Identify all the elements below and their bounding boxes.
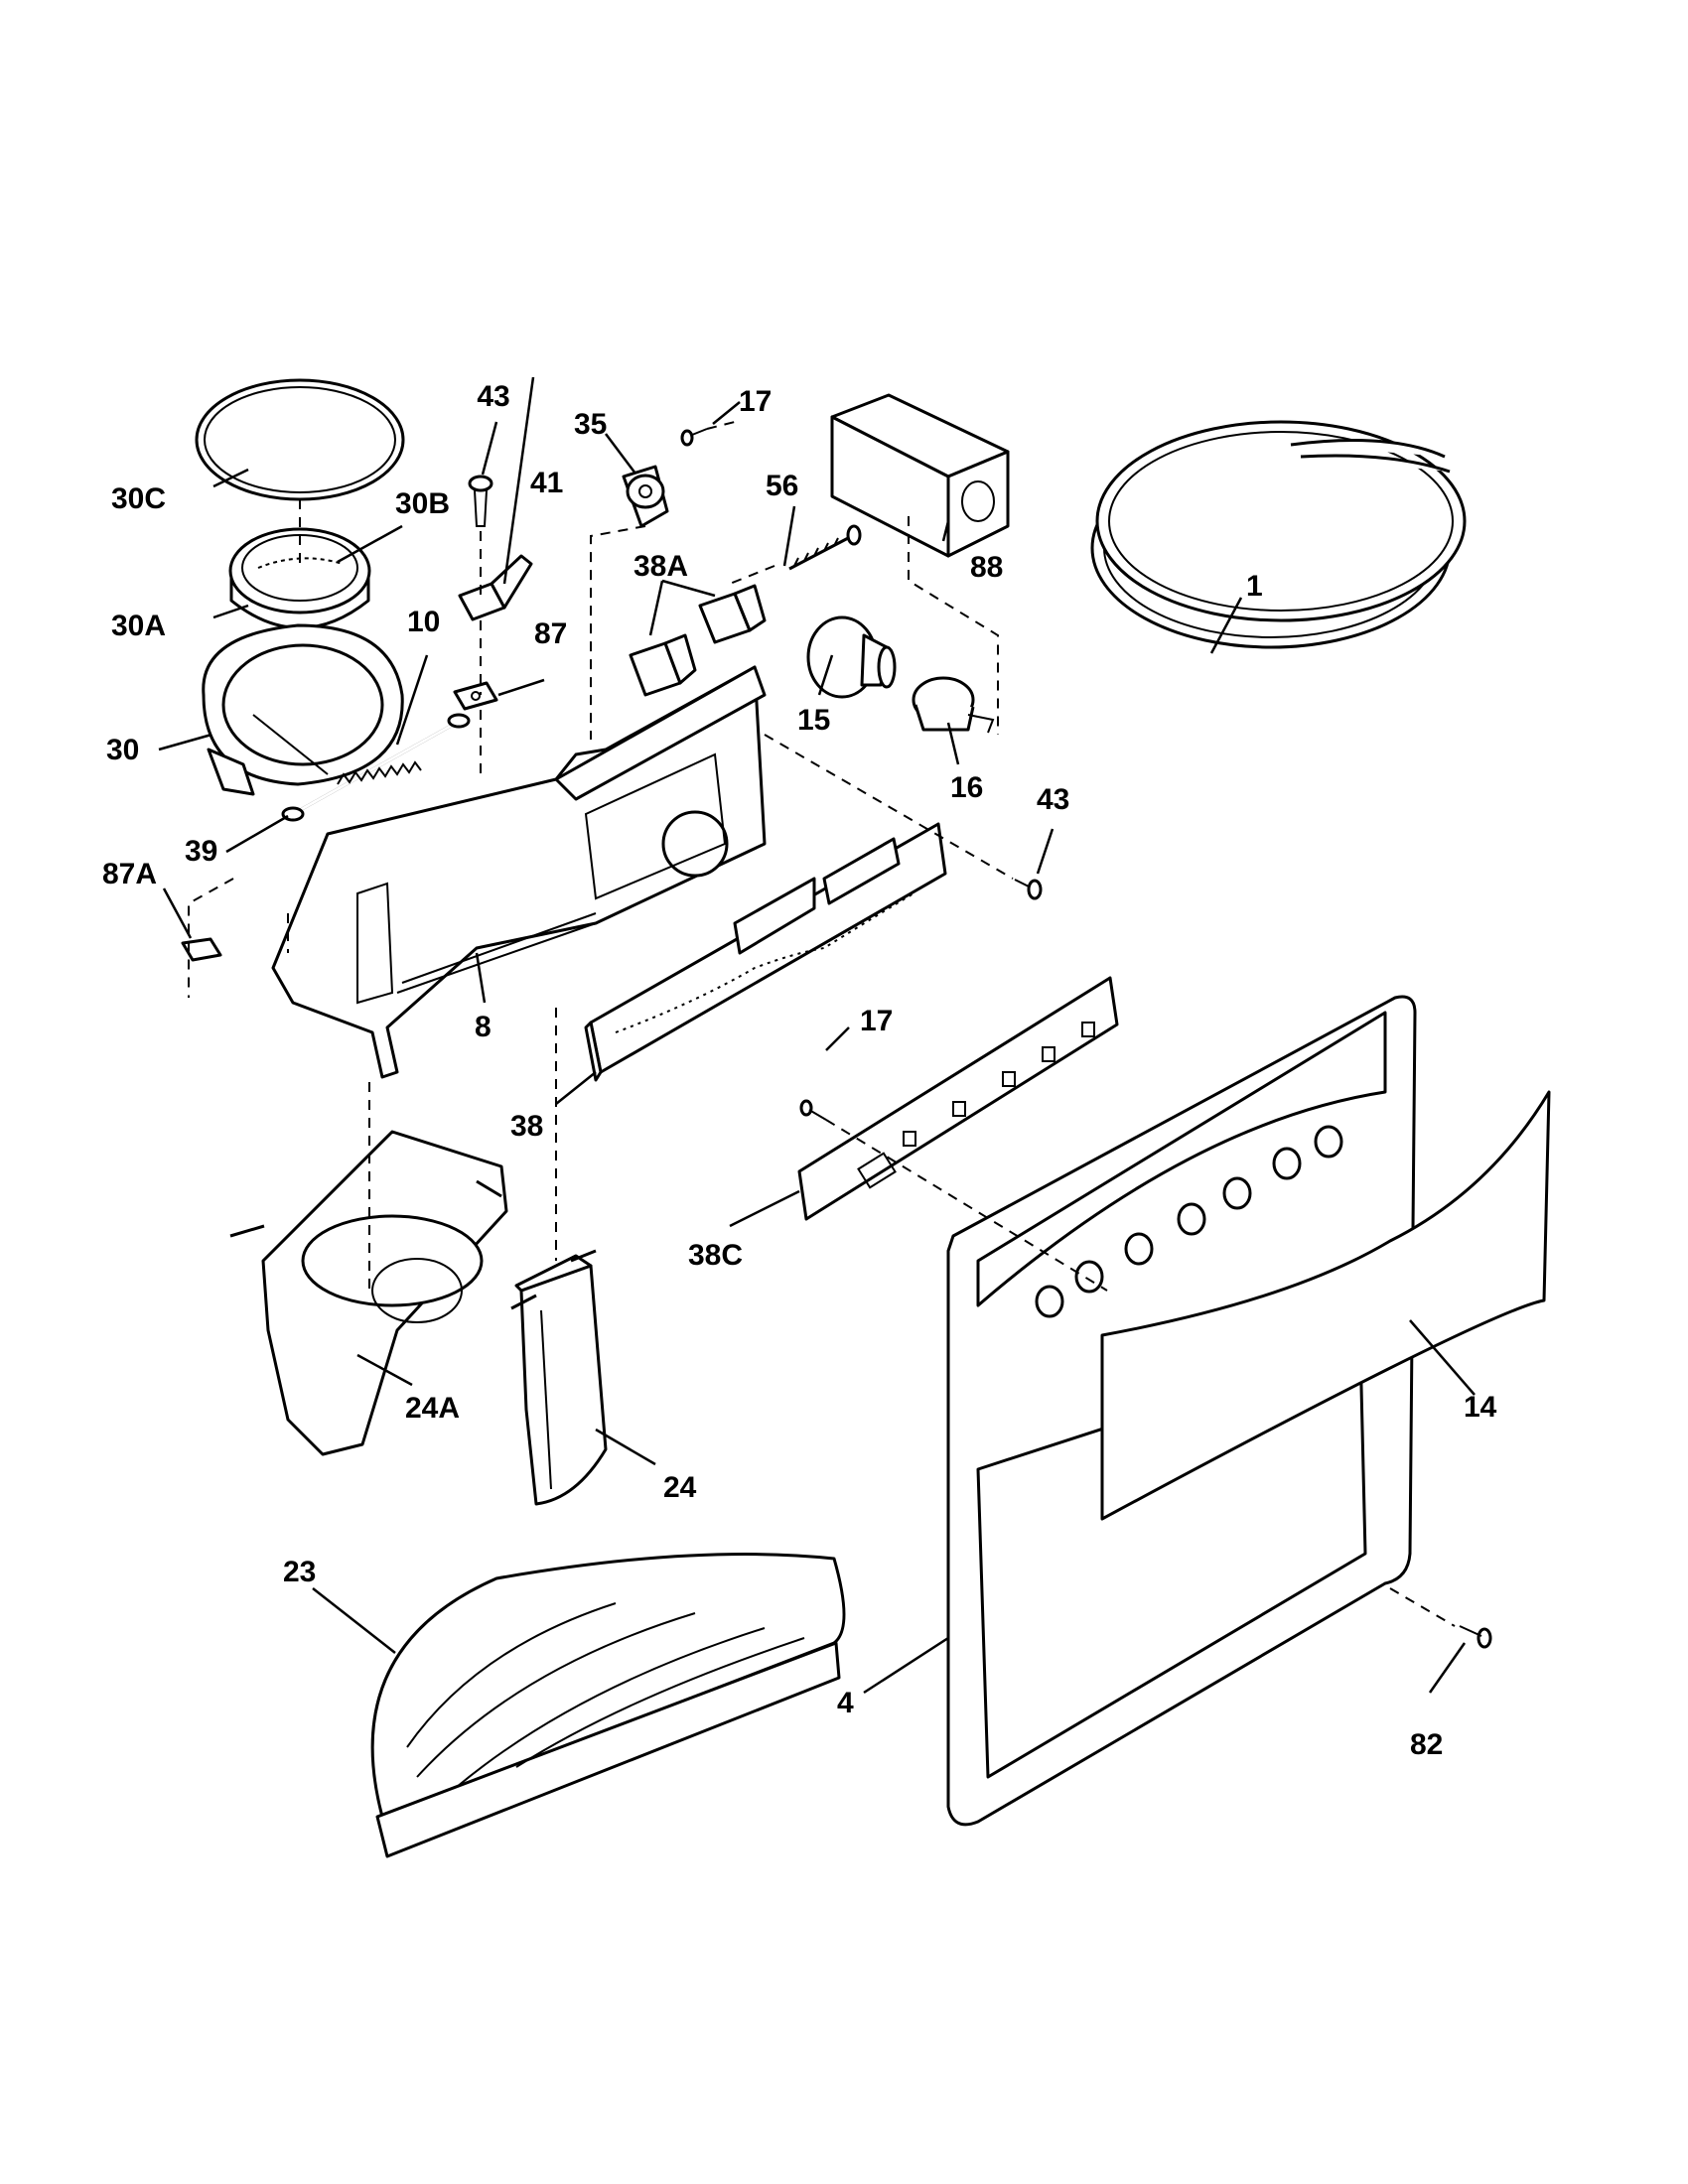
callout-38c: 38C — [688, 1239, 743, 1272]
part-35-knob — [622, 465, 669, 528]
callout-24: 24 — [663, 1471, 697, 1504]
callout-1: 1 — [1246, 570, 1263, 603]
callout-30b: 30B — [395, 487, 450, 520]
callout-17-mid: 17 — [860, 1005, 893, 1037]
part-82-screw — [1459, 1625, 1492, 1649]
part-38c-pcb — [797, 976, 1119, 1221]
callout-labels: 43 17 35 41 30C 30B 56 88 38A 30A 10 87 … — [102, 380, 1497, 1761]
callout-87: 87 — [534, 617, 567, 650]
callout-10: 10 — [407, 606, 440, 638]
callout-17-top: 17 — [739, 385, 772, 418]
part-88-box — [830, 393, 1010, 558]
callout-8: 8 — [475, 1011, 492, 1043]
callout-30c: 30C — [111, 482, 166, 515]
part-1-tubing-coil — [1090, 420, 1467, 758]
part-30-ring-bracket — [202, 623, 404, 796]
part-23-drip-tray — [370, 1553, 846, 1858]
callout-87a: 87A — [102, 858, 157, 890]
part-30c-gasket — [195, 378, 405, 501]
part-24a-chute — [229, 1130, 508, 1456]
part-41-clip — [458, 554, 533, 621]
part-17-screw-top — [680, 428, 708, 447]
part-87a-pad — [181, 937, 222, 962]
callout-15: 15 — [797, 704, 830, 737]
alignment-lines — [188, 421, 1456, 1627]
callout-88: 88 — [970, 551, 1003, 584]
part-14-cover-sheet — [1100, 1090, 1551, 1521]
callout-35: 35 — [574, 408, 607, 441]
part-38-pcb — [584, 822, 947, 1082]
callout-23: 23 — [283, 1556, 316, 1588]
part-30a-30b-cap — [228, 527, 371, 629]
callout-82: 82 — [1410, 1728, 1443, 1761]
callout-38a: 38A — [633, 550, 688, 583]
callout-39: 39 — [185, 835, 217, 868]
part-38a-switches — [629, 584, 767, 697]
callout-56: 56 — [766, 470, 798, 502]
callout-30: 30 — [106, 734, 139, 766]
part-87-pad — [453, 681, 498, 711]
leader-lines — [158, 376, 1476, 1695]
part-24-flap — [510, 1249, 608, 1506]
part-16-socket — [912, 676, 995, 734]
callout-43-mid: 43 — [1037, 783, 1069, 816]
callout-24a: 24A — [405, 1392, 460, 1425]
callout-4: 4 — [837, 1687, 854, 1719]
callout-41: 41 — [530, 467, 563, 499]
callout-38: 38 — [510, 1110, 543, 1143]
part-43-screw-top — [468, 475, 493, 527]
callout-14: 14 — [1464, 1391, 1497, 1424]
part-56-long-screw — [788, 524, 862, 571]
callout-16: 16 — [950, 771, 983, 804]
callout-43-top: 43 — [477, 380, 509, 413]
part-43-screw-mid — [1014, 879, 1043, 900]
part-17-screw-mid — [799, 1099, 827, 1121]
callout-30a: 30A — [111, 610, 166, 642]
part-8-housing — [271, 665, 767, 1079]
